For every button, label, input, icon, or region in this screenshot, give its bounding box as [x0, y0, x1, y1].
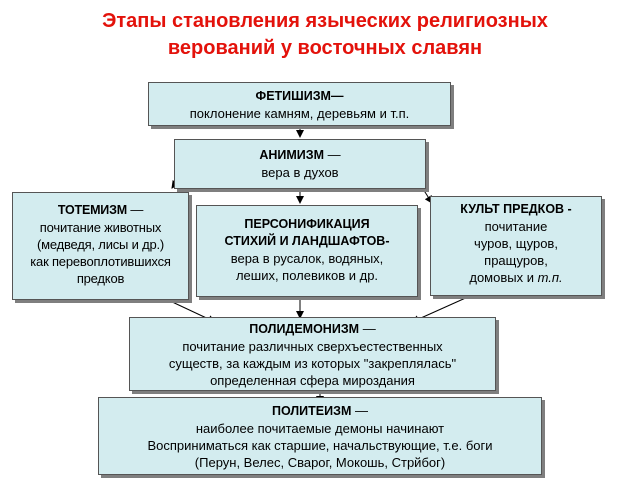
ancestors-line-4: пращуров,: [484, 253, 548, 268]
totemism-line-4: как перевоплотившихся: [30, 254, 171, 269]
fetishism-box: ФЕТИШИЗМ— поклонение камням, деревьям и …: [148, 82, 451, 126]
polydemonism-dash: —: [359, 321, 376, 336]
polytheism-line-2: наиболее почитаемые демоны начинают: [195, 421, 445, 436]
polytheism-dash: —: [351, 403, 368, 418]
personification-heading-1: ПЕРСОНИФИКАЦИЯ: [244, 217, 370, 231]
polydemonism-line-4: определенная сфера мироздания: [210, 373, 415, 388]
ancestors-box: КУЛЬТ ПРЕДКОВ - почитание чуров, щуров, …: [430, 196, 602, 296]
title-line-2: верований у восточных славян: [167, 37, 483, 59]
polydemonism-line-2: почитание различных сверхъестественных: [182, 339, 443, 354]
animism-heading: АНИМИЗМ: [259, 148, 325, 162]
personification-line-3: вера в русалок, водяных,: [230, 251, 384, 266]
ancestors-line-5: домовых и: [469, 270, 538, 285]
animism-box: АНИМИЗМ — вера в духов: [174, 139, 426, 189]
polytheism-box: ПОЛИТЕИЗМ — наиболее почитаемые демоны н…: [98, 397, 542, 475]
animism-description: вера в духов: [261, 165, 339, 180]
totemism-box: ТОТЕМИЗМ — почитание животных (медведя, …: [12, 192, 189, 300]
page-title: Этапы становления языческих религиозных …: [30, 8, 620, 62]
personification-box: ПЕРСОНИФИКАЦИЯ СТИХИЙ И ЛАНДШАФТОВ- вера…: [196, 205, 418, 297]
polytheism-line-4: (Перун, Велес, Сварог, Мокошь, Стрйбог): [194, 455, 446, 470]
totemism-line-2: почитание животных: [39, 220, 162, 235]
ancestors-line-5-italic: т.п.: [537, 270, 563, 285]
ancestors-heading: КУЛЬТ ПРЕДКОВ -: [460, 202, 572, 216]
totemism-dash: —: [126, 202, 144, 217]
animism-dash: —: [324, 147, 341, 162]
totemism-heading: ТОТЕМИЗМ: [57, 203, 127, 217]
polydemonism-heading: ПОЛИДЕМОНИЗМ: [249, 322, 360, 336]
title-line-1: Этапы становления языческих религиозных: [102, 10, 548, 32]
fetishism-heading: ФЕТИШИЗМ—: [255, 89, 344, 103]
polydemonism-box: ПОЛИДЕМОНИЗМ — почитание различных сверх…: [129, 317, 496, 391]
polytheism-line-3: Восприниматься как старшие, начальствующ…: [147, 438, 493, 453]
personification-line-4: леших, полевиков и др.: [235, 268, 379, 283]
polytheism-heading: ПОЛИТЕИЗМ: [272, 404, 352, 418]
polydemonism-line-3: существ, за каждым из которых "закреплял…: [168, 356, 457, 371]
fetishism-description: поклонение камням, деревьям и т.п.: [189, 106, 410, 121]
personification-heading-2: СТИХИЙ И ЛАНДШАФТОВ-: [224, 234, 390, 248]
ancestors-line-2: почитание: [484, 219, 548, 234]
totemism-line-3: (медведя, лисы и др.): [36, 237, 165, 252]
totemism-line-5: предков: [76, 271, 125, 286]
ancestors-line-3: чуров, щуров,: [474, 236, 558, 251]
